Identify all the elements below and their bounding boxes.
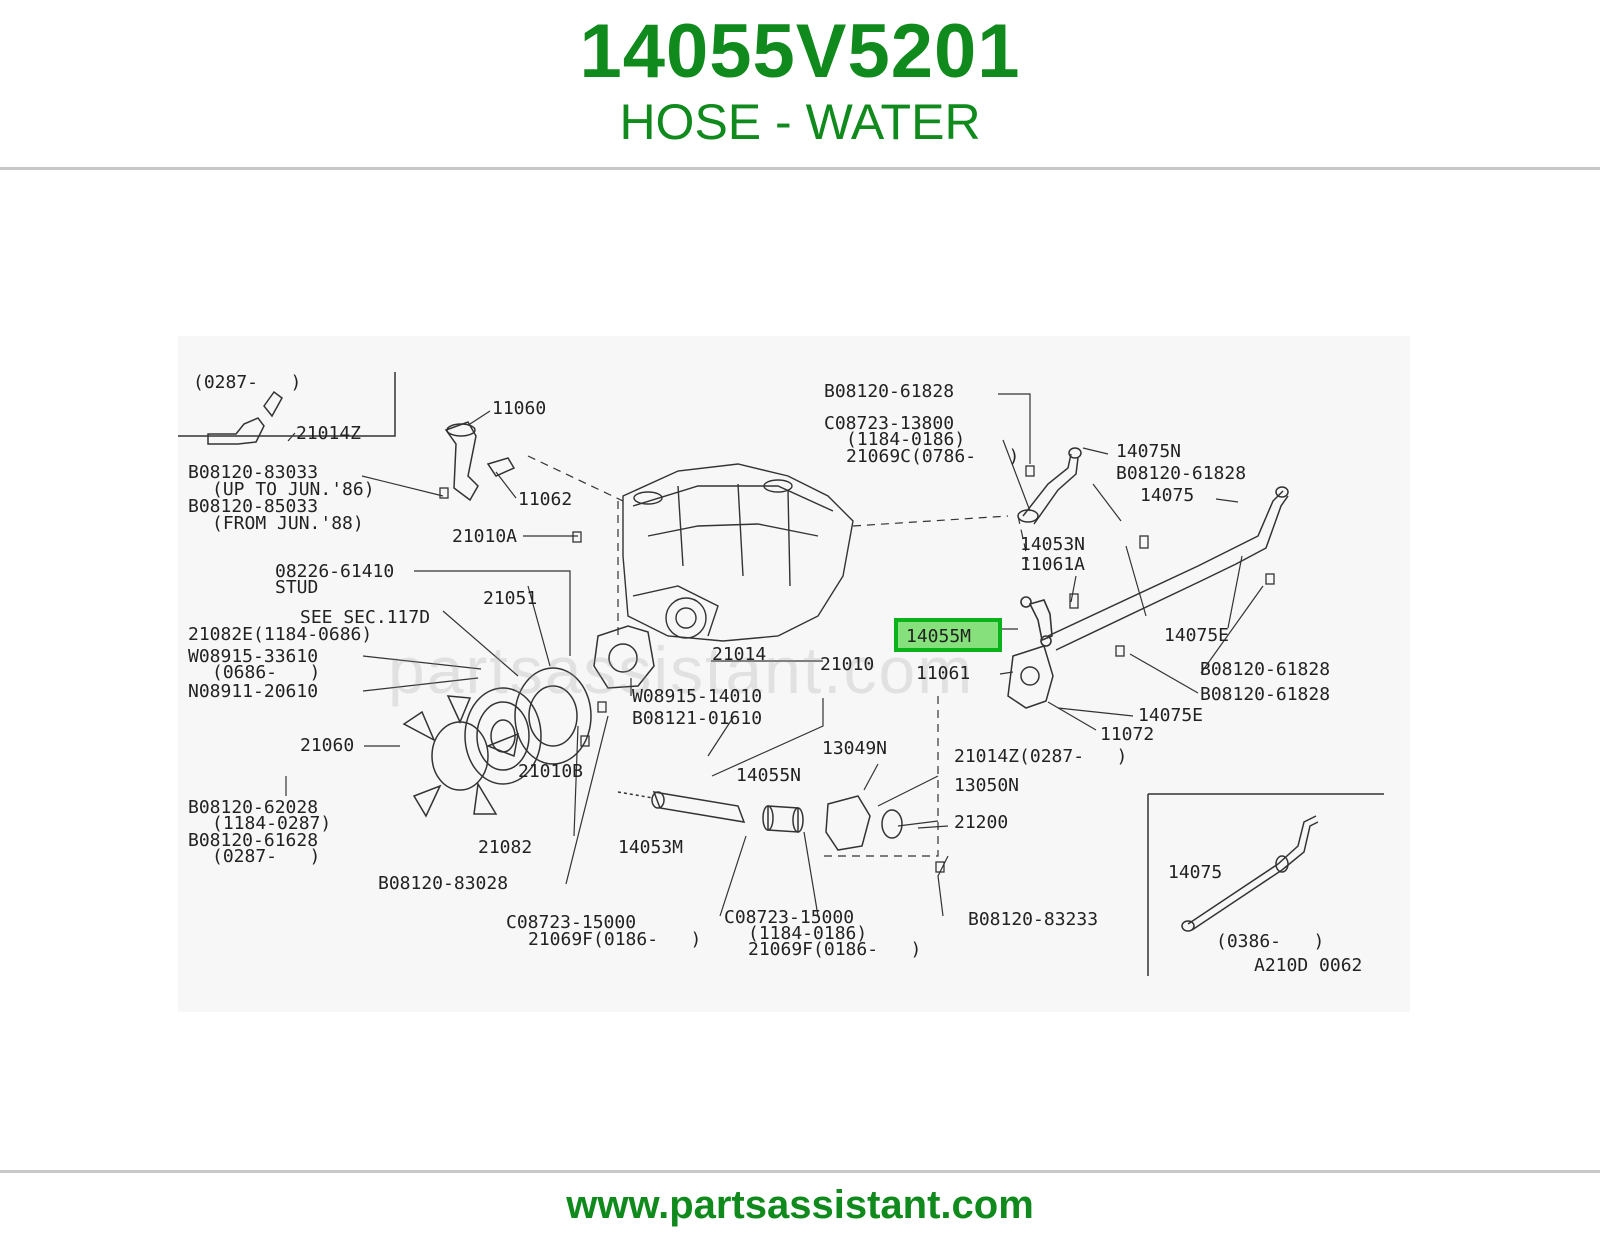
dashed-lines [527,455,1029,857]
label-21200: 21200 [954,812,1009,833]
label-08120-83033: B08120-83033 [188,462,319,483]
label-08226-61410: 08226-61410 [275,561,395,582]
label-08915-33610: W08915-33610 [188,646,319,667]
label-11072: 11072 [1100,724,1155,745]
label-21010B: 21010B [518,761,584,782]
label-0287-b: (0287- ) [212,846,321,867]
water-outlet-11061 [1007,645,1054,709]
label-08120-61828-a: B08120-61828 [824,381,955,402]
inset-pipe-14075 [1181,815,1319,932]
label-11062: 11062 [518,489,573,510]
water-hose-14075N [1017,447,1082,525]
hose-14055N [762,805,804,833]
label-14053M: 14053M [618,837,684,858]
label-1184-0186: (1184-0186) [846,429,966,450]
fan-pulley-21051 [464,667,592,785]
label-21060: 21060 [300,735,355,756]
part-number-title: 14055V5201 [579,9,1021,94]
label-stud: STUD [275,577,319,598]
label-08120-83028: B08120-83028 [378,873,509,894]
label-08120-61628: B08120-61628 [188,830,319,851]
label-14075E-a: 14075E [1164,625,1230,646]
label-13049N: 13049N [822,738,888,759]
label-11060: 11060 [492,398,547,419]
label-21082E: 21082E(1184-0686) [188,624,373,645]
label-08120-61828-c: B08120-61828 [1200,659,1331,680]
label-08120-61828-b: B08120-61828 [1116,463,1247,484]
bottom-divider [0,1170,1600,1173]
label-14055N: 14055N [736,765,802,786]
page-header: 14055V5201 HOSE - WATER [0,0,1600,168]
label-1184-0186-b: (1184-0186) [748,923,868,944]
label-see-sec-117d: SEE SEC.117D [300,607,431,628]
hose-14055M [1020,596,1053,647]
leader-lines [285,393,1264,917]
label-08723-15000-b: C08723-15000 [724,907,855,928]
label-14053N: 14053N [1020,534,1086,555]
label-from-jun88: (FROM JUN.'88) [212,513,364,534]
label-11061: 11061 [916,663,971,684]
label-08120-61828-d: B08120-61828 [1200,684,1331,705]
label-14075N: 14075N [1116,441,1182,462]
label-08723-15000-a: C08723-15000 [506,912,637,933]
label-14075E-b: 14075E [1138,705,1204,726]
label-21082: 21082 [478,837,533,858]
label-up-to-jun86: (UP TO JUN.'86) [212,479,375,500]
label-21069F-a: 21069F(0186- ) [528,929,702,950]
label-21010A: 21010A [452,526,518,547]
label-21014Z-b: 21014Z(0287- ) [954,746,1128,767]
label-08723-13800: C08723-13800 [824,413,955,434]
water-pipe-14075 [1047,486,1289,651]
label-08120-83233: B08120-83233 [968,909,1099,930]
label-21010: 21010 [820,654,875,675]
diagram-watermark: partsassistant.com [388,633,975,707]
parts-diagram: partsassistant.com (0287- ) 21014Z 11060… [178,336,1410,1012]
highlighted-part-14055M[interactable]: 14055M [894,618,1002,652]
label-08120-62028: B08120-62028 [188,797,319,818]
fan-21060 [402,695,519,818]
label-0686: (0686- ) [212,662,321,683]
bolts [439,465,1275,873]
label-08120-85033: B08120-85033 [188,496,319,517]
highlighted-part-label: 14055M [906,626,972,647]
diagram-drawing [178,372,1384,976]
label-13050N: 13050N [954,775,1020,796]
inset-frame-top-left [178,372,396,437]
label-14075-a: 14075 [1140,485,1195,506]
label-21014: 21014 [712,644,767,665]
label-1184-0287: (1184-0287) [212,813,332,834]
engine-block [622,463,854,642]
label-21014Z: 21014Z [296,423,362,444]
inset-frame-bottom-right [1147,793,1384,976]
thermostat-cover-13049N [825,795,903,851]
label-11061A: 11061A [1020,554,1086,575]
label-08121-01610: B08121-01610 [632,708,763,729]
gasket-shape-inset [207,390,283,445]
part-name-subtitle: HOSE - WATER [619,94,981,150]
water-pump-21010 [593,625,655,689]
label-0386: (0386- ) [1216,931,1325,952]
label-0287: (0287- ) [193,372,302,393]
top-divider [0,167,1600,170]
label-21051: 21051 [483,588,538,609]
label-08911-20610: N08911-20610 [188,681,319,702]
footer-website-link[interactable]: www.partsassistant.com [566,1183,1034,1227]
label-08915-14010: W08915-14010 [632,686,763,707]
thermostat-housing-11060 [444,421,516,502]
label-21069F-b: 21069F(0186- ) [748,939,922,960]
label-21069C: 21069C(0786- ) [846,446,1020,467]
label-14075-b: 14075 [1168,862,1223,883]
bypass-pipe-14053M [617,791,746,823]
label-a210d-0062: A210D 0062 [1254,955,1363,976]
